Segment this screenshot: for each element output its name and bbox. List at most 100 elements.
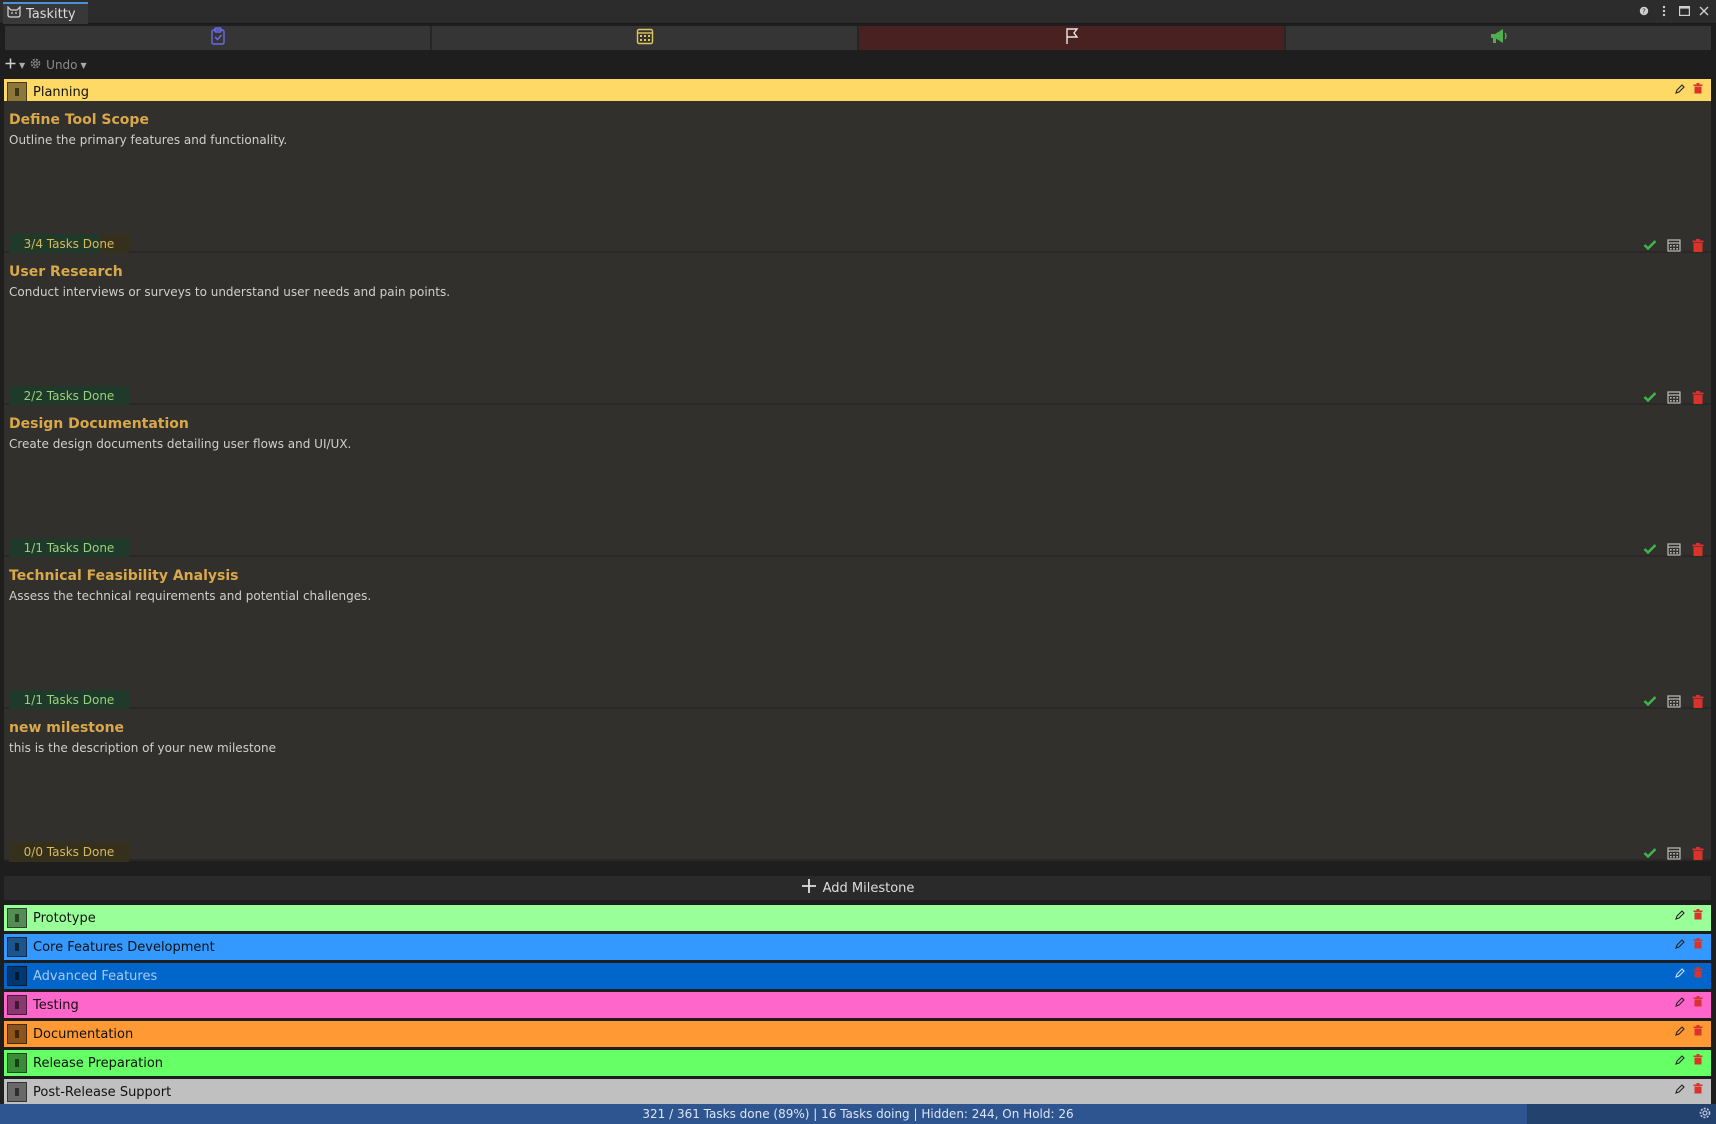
edit-icon[interactable] xyxy=(1675,967,1685,982)
window-tab[interactable]: Taskitty xyxy=(3,2,88,24)
complete-check-icon[interactable] xyxy=(1641,844,1659,862)
trash-icon[interactable] xyxy=(1689,692,1707,710)
group-header-release-preparation[interactable]: Release Preparation xyxy=(4,1050,1711,1076)
group-title: Core Features Development xyxy=(33,939,215,955)
milestone-title[interactable]: User Research xyxy=(9,264,123,280)
tab-tasks[interactable] xyxy=(5,26,430,50)
chevron-down-icon: ▼ xyxy=(19,60,26,70)
complete-check-icon[interactable] xyxy=(1641,236,1659,254)
drag-handle-icon[interactable] xyxy=(7,1053,27,1073)
milestone-progress: 1/1 Tasks Done xyxy=(9,690,129,710)
trash-icon[interactable] xyxy=(1693,1054,1703,1069)
trash-icon[interactable] xyxy=(1693,83,1703,98)
milestone-title[interactable]: Define Tool Scope xyxy=(9,112,149,128)
calendar-icon[interactable] xyxy=(1665,388,1683,406)
group-title: Documentation xyxy=(33,1026,134,1042)
group-header-documentation[interactable]: Documentation xyxy=(4,1021,1711,1047)
progress-label: 2/2 Tasks Done xyxy=(23,389,115,403)
group-header-prototype[interactable]: Prototype xyxy=(4,905,1711,931)
milestone-progress: 2/2 Tasks Done xyxy=(9,386,129,406)
milestone-progress: 1/1 Tasks Done xyxy=(9,538,129,558)
group-header-core-features[interactable]: Core Features Development xyxy=(4,934,1711,960)
calendar-icon[interactable] xyxy=(1665,540,1683,558)
milestone-title[interactable]: new milestone xyxy=(9,720,125,736)
progress-label: 1/1 Tasks Done xyxy=(23,693,115,707)
milestone-description[interactable]: Create design documents detailing user f… xyxy=(9,437,352,451)
milestone-title[interactable]: Technical Feasibility Analysis xyxy=(9,568,239,584)
drag-handle-icon[interactable] xyxy=(7,966,27,986)
edit-icon[interactable] xyxy=(1675,938,1685,953)
more-menu-icon[interactable] xyxy=(1658,3,1670,19)
milestone-card[interactable]: new milestone this is the description of… xyxy=(4,709,1711,862)
trash-icon[interactable] xyxy=(1693,1083,1703,1098)
edit-icon[interactable] xyxy=(1675,1083,1685,1098)
trash-icon[interactable] xyxy=(1689,388,1707,406)
group-header-advanced-features[interactable]: Advanced Features xyxy=(4,963,1711,989)
milestone-description[interactable]: Outline the primary features and functio… xyxy=(9,133,288,147)
add-milestone-button[interactable]: Add Milestone xyxy=(4,876,1711,900)
drag-handle-icon[interactable] xyxy=(7,1024,27,1044)
progress-fill xyxy=(9,538,129,558)
edit-icon[interactable] xyxy=(1675,909,1685,924)
trash-icon[interactable] xyxy=(1693,938,1703,953)
drag-handle-icon[interactable] xyxy=(7,995,27,1015)
complete-check-icon[interactable] xyxy=(1641,692,1659,710)
trash-icon[interactable] xyxy=(1689,844,1707,862)
progress-fill xyxy=(9,690,129,710)
trash-icon[interactable] xyxy=(1693,1025,1703,1040)
window-title: Taskitty xyxy=(26,6,76,22)
undo-dropdown-button[interactable]: Undo ▼ xyxy=(46,56,87,74)
undo-label: Undo xyxy=(46,58,78,72)
maximize-icon[interactable] xyxy=(1678,3,1690,19)
calendar-icon[interactable] xyxy=(1665,236,1683,254)
settings-button[interactable] xyxy=(29,56,42,74)
milestone-title[interactable]: Design Documentation xyxy=(9,416,189,432)
add-dropdown-button[interactable]: ▼ xyxy=(5,56,25,74)
milestone-description[interactable]: Conduct interviews or surveys to underst… xyxy=(9,285,451,299)
group-title: Planning xyxy=(33,84,89,100)
tab-calendar[interactable] xyxy=(432,26,857,50)
calendar-icon[interactable] xyxy=(1665,844,1683,862)
drag-handle-icon[interactable] xyxy=(7,82,27,102)
progress-fill xyxy=(9,386,129,406)
trash-icon[interactable] xyxy=(1693,909,1703,924)
milestone-card[interactable]: Define Tool Scope Outline the primary fe… xyxy=(4,101,1711,254)
complete-check-icon[interactable] xyxy=(1641,540,1659,558)
trash-icon[interactable] xyxy=(1689,540,1707,558)
add-milestone-label: Add Milestone xyxy=(822,880,915,896)
cat-icon xyxy=(7,5,21,22)
milestone-card[interactable]: Technical Feasibility Analysis Assess th… xyxy=(4,557,1711,710)
svg-text:?: ? xyxy=(1642,8,1646,16)
milestone-description[interactable]: this is the description of your new mile… xyxy=(9,741,276,755)
tab-milestones[interactable] xyxy=(859,26,1284,50)
group-header-testing[interactable]: Testing xyxy=(4,992,1711,1018)
group-header-post-release-support[interactable]: Post-Release Support xyxy=(4,1079,1711,1105)
clipboard-check-icon xyxy=(210,27,226,49)
group-header-planning[interactable]: Planning xyxy=(4,79,1711,105)
trash-icon[interactable] xyxy=(1689,236,1707,254)
close-icon[interactable] xyxy=(1698,3,1710,19)
trash-icon[interactable] xyxy=(1693,967,1703,982)
edit-icon[interactable] xyxy=(1675,996,1685,1011)
edit-icon[interactable] xyxy=(1675,1025,1685,1040)
group-title: Prototype xyxy=(33,910,96,926)
gear-icon[interactable] xyxy=(1698,1106,1712,1123)
edit-icon[interactable] xyxy=(1675,1054,1685,1069)
milestone-card[interactable]: Design Documentation Create design docum… xyxy=(4,405,1711,558)
help-icon[interactable]: ? xyxy=(1638,3,1650,19)
drag-handle-icon[interactable] xyxy=(7,1082,27,1102)
tab-announcements[interactable] xyxy=(1286,26,1711,50)
trash-icon[interactable] xyxy=(1693,996,1703,1011)
megaphone-icon xyxy=(1489,27,1509,49)
drag-handle-icon[interactable] xyxy=(7,908,27,928)
flag-icon xyxy=(1064,27,1080,49)
milestone-description[interactable]: Assess the technical requirements and po… xyxy=(9,589,372,603)
title-bar: Taskitty ? xyxy=(0,0,1716,24)
drag-handle-icon[interactable] xyxy=(7,937,27,957)
complete-check-icon[interactable] xyxy=(1641,388,1659,406)
milestone-list: Define Tool Scope Outline the primary fe… xyxy=(4,101,1711,862)
edit-icon[interactable] xyxy=(1675,83,1685,98)
calendar-icon[interactable] xyxy=(1665,692,1683,710)
progress-label: 1/1 Tasks Done xyxy=(23,541,115,555)
milestone-card[interactable]: User Research Conduct interviews or surv… xyxy=(4,253,1711,406)
